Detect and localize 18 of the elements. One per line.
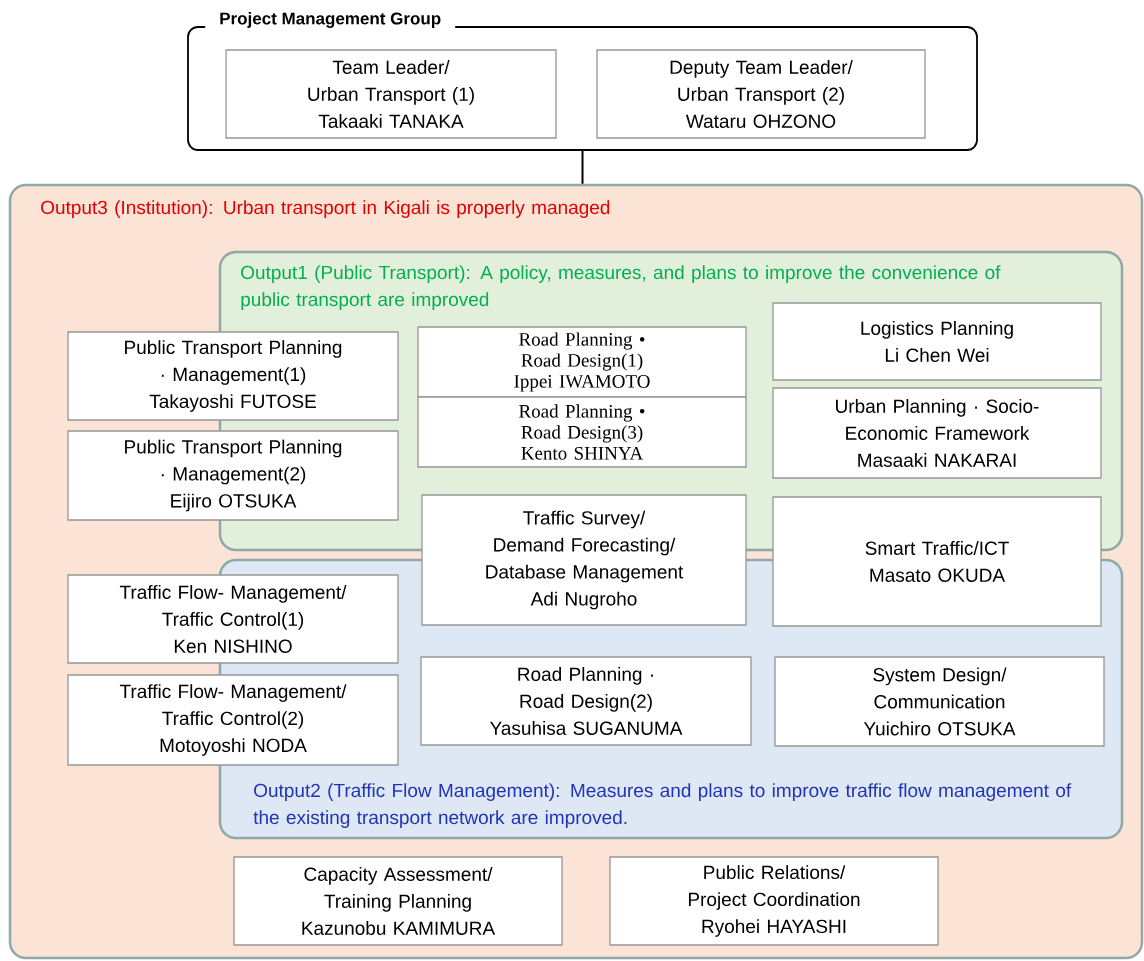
role-box: Team Leader/ Urban Transport (1) Takaaki TANAKA xyxy=(225,49,557,139)
role-box: Deputy Team Leader/ Urban Transport (2) Wataru OHZONO xyxy=(596,49,926,139)
role-box: Traffic Flow- Management/ Traffic Control(1) Ken NISHINO xyxy=(67,574,399,664)
node-label: Project Management Group xyxy=(220,12,441,28)
role-box: Road Planning · Road Design(2) Yasuhisa SUGANUMA xyxy=(420,656,752,746)
role-box: Smart Traffic/ICT Masato OKUDA xyxy=(772,496,1102,627)
role-box: Traffic Flow- Management/ Traffic Control(2) Motoyoshi NODA xyxy=(67,674,399,766)
role-box: Capacity Assessment/ Training Planning Kazunobu KAMIMURA xyxy=(233,856,563,946)
role-box: Logistics Planning Li Chen Wei xyxy=(772,302,1102,381)
connector-line xyxy=(581,149,584,185)
role-box: Road Planning • Road Design(3) Kento SHINYA xyxy=(417,396,747,468)
role-box: Urban Planning · Socio-Economic Framework Masaaki NAKARAI xyxy=(772,387,1102,479)
role-box: Public Transport Planning · Management(2) Eijiro OTSUKA xyxy=(67,430,399,521)
role-box: System Design/ Communication Yuichiro OTSUKA xyxy=(774,656,1105,747)
role-box: Road Planning • Road Design(1) Ippei IWAMOTO xyxy=(417,326,747,398)
role-box: Public Transport Planning · Management(1) Takayoshi FUTOSE xyxy=(67,331,399,421)
role-box: Public Relations/ Project Coordination Ryohei HAYASHI xyxy=(609,856,939,946)
role-box: Traffic Survey/ Demand Forecasting/ Database Management Adi Nugroho xyxy=(421,494,747,626)
